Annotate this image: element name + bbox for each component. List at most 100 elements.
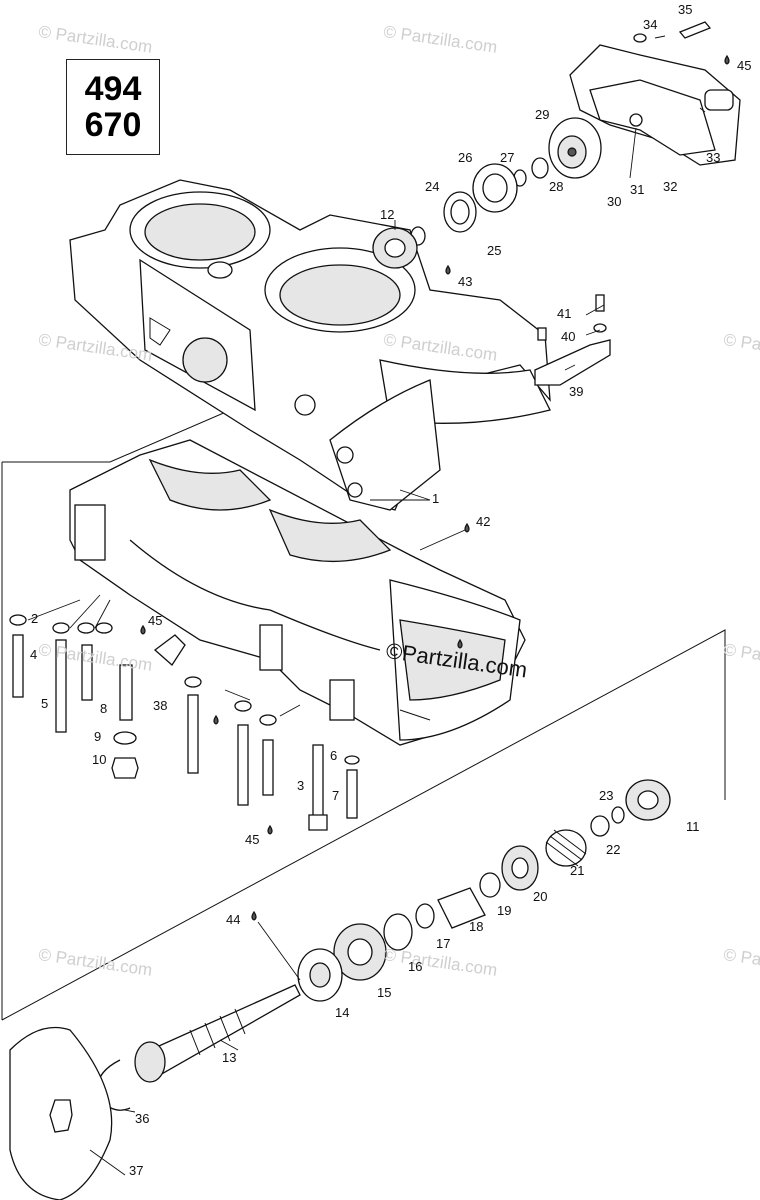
callout-label: 32 [663,179,678,194]
frame-line-diagonal [1,629,726,1021]
callout-label: 23 [599,788,614,803]
callout-label: 17 [436,936,451,951]
model-number-1: 494 [84,70,142,108]
washer-icon [95,622,113,634]
washer-icon [383,913,413,951]
pump-housing-cover [569,44,741,166]
callout-label: 28 [549,179,564,194]
bolt-icon [262,739,274,796]
bearing-icon [372,227,418,269]
callout-label: 22 [606,842,621,857]
callout-label: 31 [630,182,645,197]
gear-icon [501,845,539,891]
washer-icon [479,872,501,898]
model-number-2: 670 [84,106,142,144]
callout-label: 34 [643,17,658,32]
nut-icon [111,757,139,779]
callout-label: 29 [535,107,550,122]
upper-crankcase [69,179,551,511]
callout-label: 24 [425,179,440,194]
bolt-icon [187,694,199,774]
bearing-icon [625,779,671,821]
drop-icon [464,522,470,533]
callout-label: 18 [469,919,484,934]
callout-label: 4 [30,647,38,662]
callout-label: 12 [380,207,395,222]
drop-icon [140,624,146,635]
callout-label: 45 [148,613,163,628]
bracket [534,339,611,386]
drop-icon [267,824,273,835]
washer-icon [184,676,202,688]
callout-label: 33 [706,150,721,165]
washer-icon [234,700,252,712]
washer-icon [633,33,647,43]
callout-label: 39 [569,384,584,399]
washer-icon [113,731,137,745]
bolt-icon [595,294,605,312]
callout-label: 25 [487,243,502,258]
callout-label: 37 [129,1163,144,1178]
bolt-icon [237,724,249,806]
callout-label: 5 [41,696,49,711]
callout-label: 41 [557,306,572,321]
sleeve [437,887,486,929]
washer-icon [9,614,27,626]
callout-label: 16 [408,959,423,974]
bolt-icon [312,744,324,821]
drop-icon [457,638,463,649]
bolt-icon [537,327,547,341]
callout-label: 2 [31,611,39,626]
callout-label: 21 [570,863,585,878]
drop-icon [213,714,219,725]
callout-label: 35 [678,2,693,17]
callout-label: 6 [330,748,338,763]
bolt-icon [55,639,67,733]
pump-impeller [548,117,602,179]
callout-label: 26 [458,150,473,165]
callout-label: 10 [92,752,107,767]
callout-label: 13 [222,1050,237,1065]
circlip-icon [415,903,435,929]
callout-label: 7 [332,788,340,803]
callout-label: 43 [458,274,473,289]
callout-label: 36 [135,1111,150,1126]
bolt-icon [346,769,358,819]
lower-crankcase [69,439,526,746]
drop-icon [251,910,257,921]
bolt-icon [81,644,93,701]
callout-label: 45 [737,58,752,73]
bolt-icon [119,664,133,721]
circlip-icon [611,806,625,824]
bearing-icon [333,923,387,981]
callout-label: 27 [500,150,515,165]
washer-icon [344,755,360,765]
callout-label: 11 [686,819,700,834]
washer-icon [531,157,549,179]
callout-label: 42 [476,514,491,529]
callout-label: 30 [607,194,622,209]
splined-hub [49,1099,73,1133]
callout-label: 3 [297,778,305,793]
callout-label: 19 [497,903,512,918]
drop-icon [445,264,451,275]
callout-label: 45 [245,832,260,847]
callout-label: 9 [94,729,102,744]
callout-label: 8 [100,701,108,716]
fitting [153,634,186,666]
washer-icon [259,714,277,726]
callout-label: 15 [377,985,392,1000]
shaft-icon [134,984,301,1083]
callout-label: 20 [533,889,548,904]
spring-icon [545,829,587,867]
washer-icon [77,622,95,634]
callout-label: 40 [561,329,576,344]
callout-label: 1 [432,491,440,506]
washer-icon [593,323,607,333]
washer-icon [629,113,643,127]
callout-label: 38 [153,698,168,713]
seal-icon [297,948,343,1002]
callout-label: 44 [226,912,241,927]
washer-icon [590,815,610,837]
